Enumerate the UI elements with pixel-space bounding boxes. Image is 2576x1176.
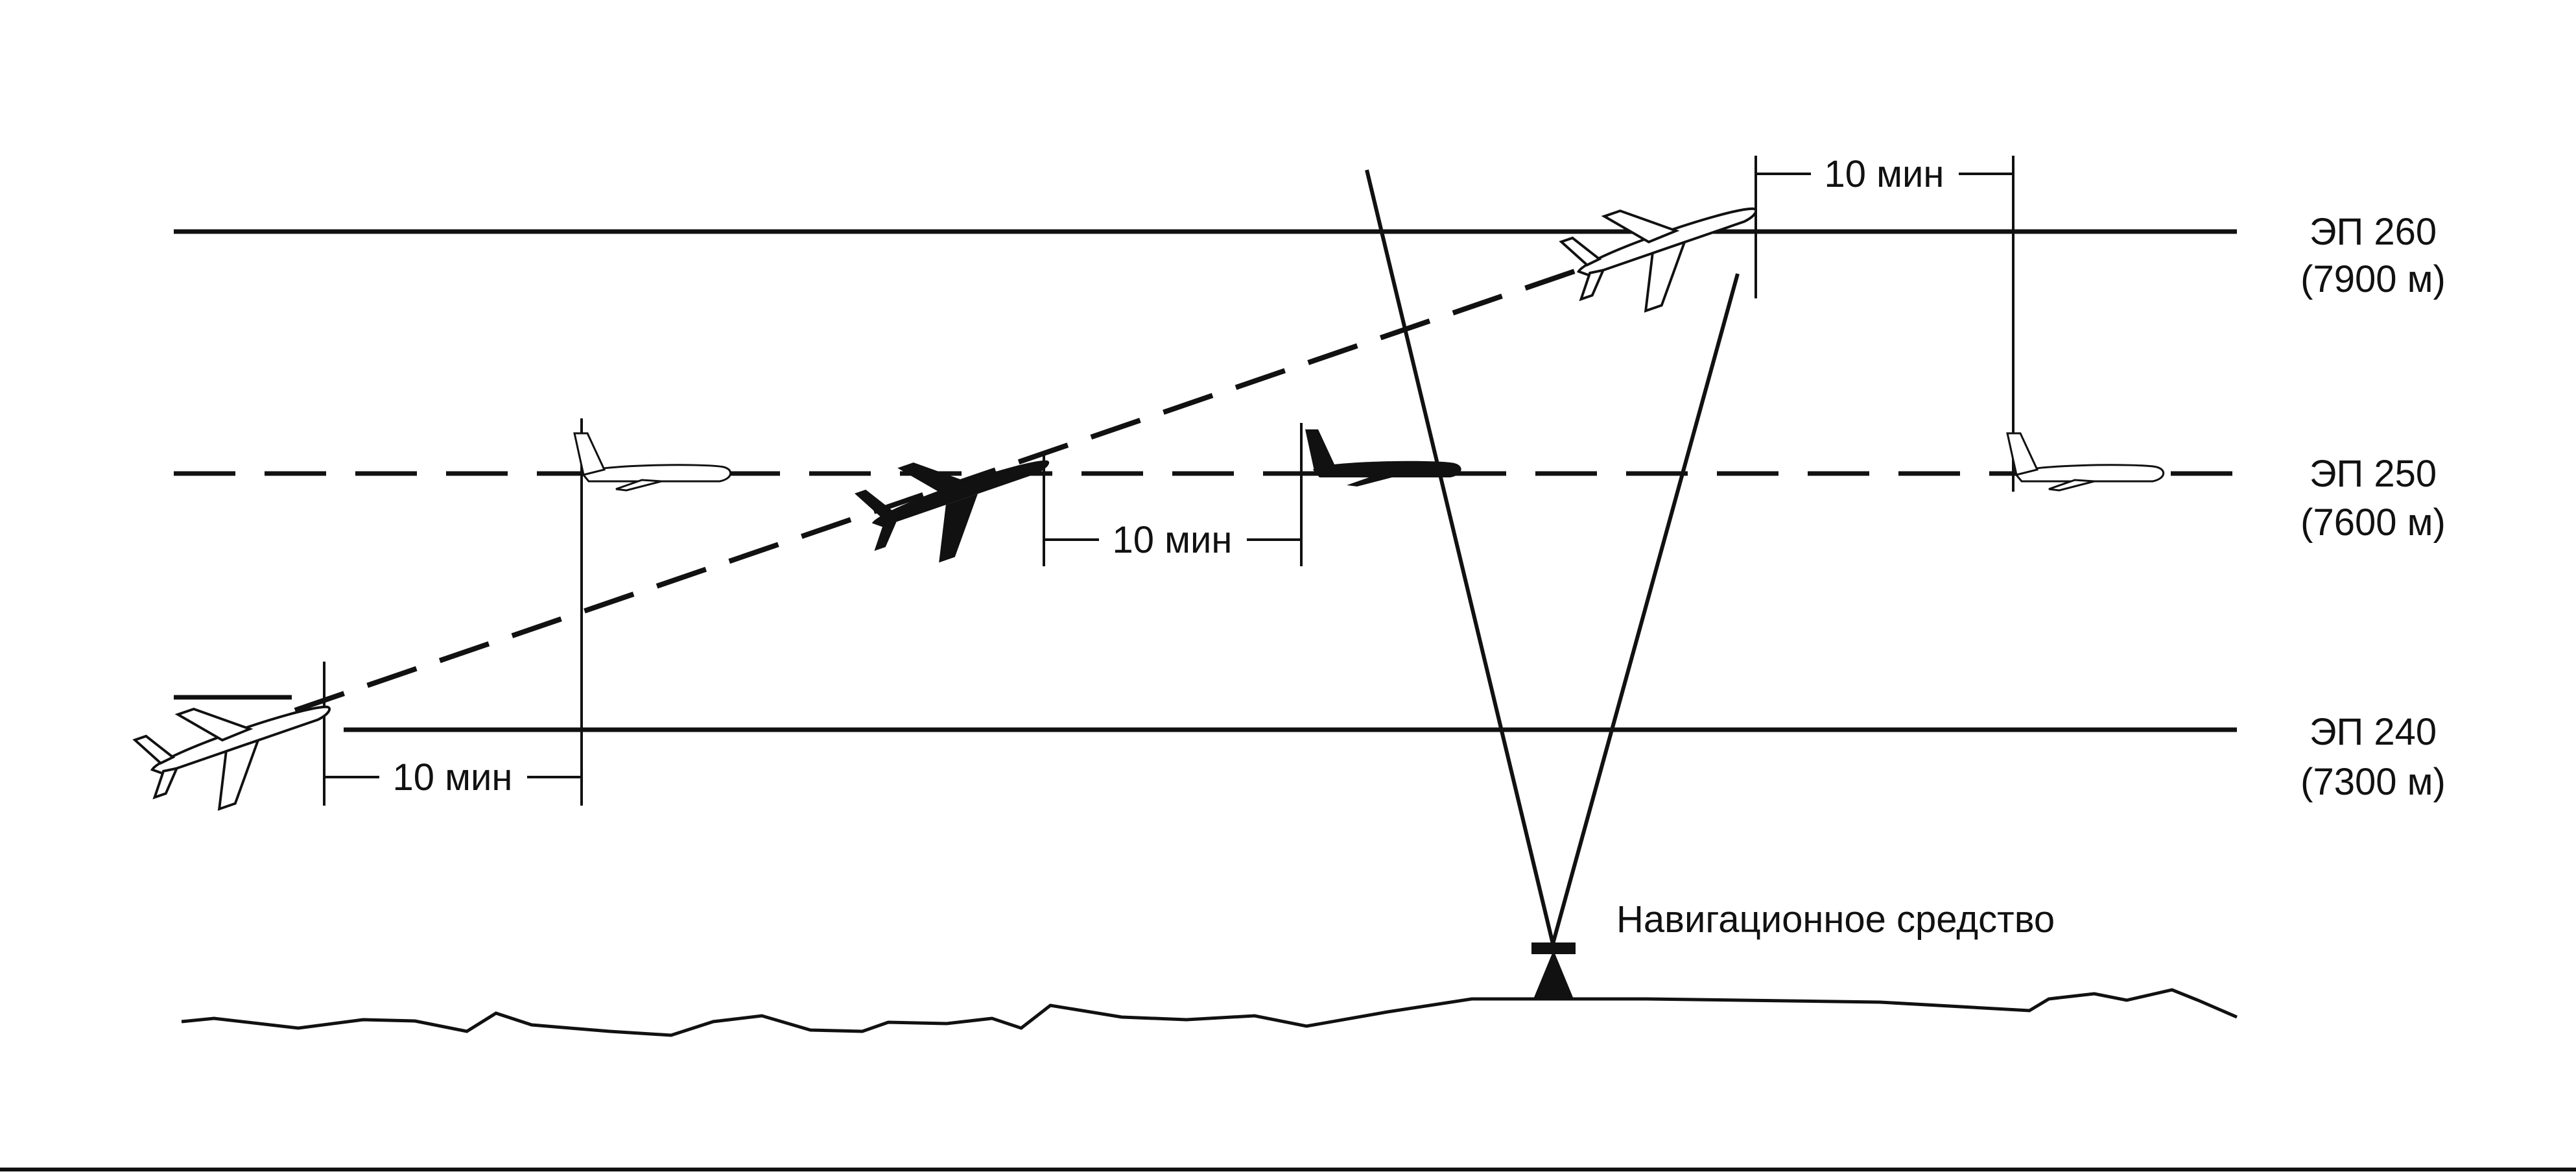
navaid-beam-left bbox=[1365, 169, 1555, 944]
aircraft-outline-top-icon bbox=[1559, 207, 1757, 313]
level-altitude-fl240: (7300 м) bbox=[2300, 761, 2446, 803]
aircraft-outline-right-icon bbox=[2006, 432, 2164, 492]
interval-label-2: 10 мин bbox=[1113, 519, 1233, 561]
level-altitude-fl260: (7900 м) bbox=[2300, 258, 2446, 300]
navaid-beam-right bbox=[1551, 273, 1740, 944]
climb-path bbox=[294, 208, 1752, 713]
interval-label-3: 10 мин bbox=[1825, 153, 1944, 195]
interval-label-bg-3 bbox=[1811, 152, 1959, 195]
level-label-fl240: ЭП 240 bbox=[2310, 711, 2437, 753]
aircraft-outline-climbing-icon bbox=[132, 705, 331, 811]
aircraft-black-climbing-icon bbox=[855, 460, 1050, 563]
aircraft-black-airliner-icon bbox=[1305, 429, 1461, 486]
interval-label-1: 10 мин bbox=[393, 756, 513, 798]
navaid-icon bbox=[1531, 942, 1576, 999]
ground-terrain bbox=[181, 988, 2238, 1037]
interval-label-bg-2 bbox=[1099, 518, 1247, 561]
aircraft-outline-left-icon bbox=[573, 432, 731, 492]
navaid-label: Навигационное средство bbox=[1616, 898, 2055, 941]
level-label-fl260: ЭП 260 bbox=[2310, 211, 2437, 253]
level-altitude-fl250: (7600 м) bbox=[2300, 501, 2446, 544]
level-label-fl250: ЭП 250 bbox=[2310, 453, 2437, 495]
interval-label-bg-1 bbox=[379, 756, 527, 798]
